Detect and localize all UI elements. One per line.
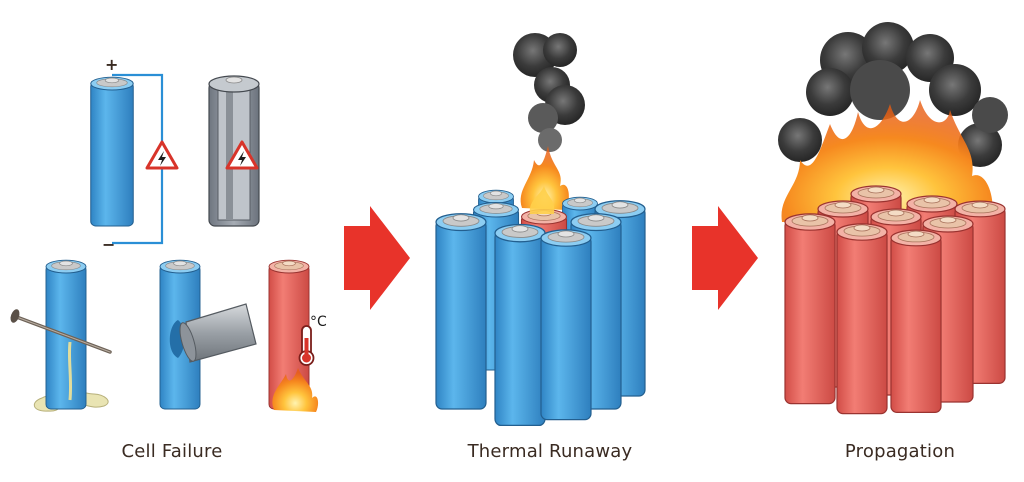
smoke-plume <box>513 33 585 152</box>
overheating-cell: °C <box>268 259 327 412</box>
negative-terminal-label: − <box>102 235 115 254</box>
warning-icon <box>145 140 179 170</box>
fire-flame <box>520 146 569 210</box>
stage-label-cell-failure: Cell Failure <box>121 441 223 462</box>
nail-penetration-cell <box>10 259 112 412</box>
temperature-unit-label: °C <box>310 314 327 330</box>
short-circuit-cell: + − <box>90 55 179 254</box>
thermometer-icon <box>298 325 315 366</box>
arrow-1-icon <box>344 206 410 310</box>
arrow-2-icon <box>692 206 758 310</box>
crush-impact-cell <box>159 259 269 410</box>
cell-failure-section: + − <box>10 55 327 412</box>
fire-flames <box>781 100 993 222</box>
smoke-cloud <box>778 22 1008 167</box>
stage-label-propagation: Propagation <box>844 441 956 462</box>
fire-core <box>529 186 555 214</box>
thermal-runaway-section <box>435 33 646 427</box>
stage-label-thermal-runaway: Thermal Runaway <box>467 441 633 462</box>
propagation-section <box>778 22 1008 415</box>
internal-short-cell <box>208 75 260 227</box>
positive-terminal-label: + <box>105 55 118 74</box>
